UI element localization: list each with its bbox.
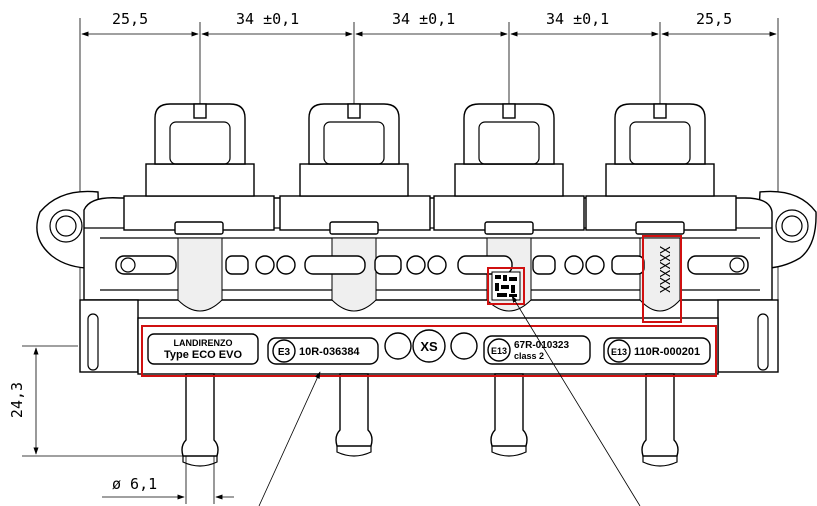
serial-highlight xyxy=(642,235,682,323)
dim-right-pitch: 25,5 xyxy=(696,10,732,28)
injector-1 xyxy=(123,103,275,235)
cert-1-number: 10R-036384 xyxy=(299,346,360,358)
dim-left-pitch: 25,5 xyxy=(112,10,148,28)
serial-mark: XXXXXX xyxy=(656,246,671,293)
xs-mark-icon xyxy=(412,329,446,363)
round-mark-right xyxy=(450,332,478,360)
cert-1-mark: E3 xyxy=(278,347,291,358)
cert-2-mark: E13 xyxy=(491,346,507,356)
brand-name: LANDIRENZO xyxy=(174,338,233,348)
cert-3-mark: E13 xyxy=(611,347,627,357)
leader-arrow-label xyxy=(258,371,321,506)
label-plate xyxy=(147,329,711,365)
round-mark-left xyxy=(384,332,412,360)
dim-height: 24,3 xyxy=(8,382,26,418)
type-name: Type ECO EVO xyxy=(164,349,242,361)
cert-3-number: 110R-000201 xyxy=(634,346,700,358)
injector-2 xyxy=(279,103,431,235)
cert-2-e-mark-icon xyxy=(487,338,511,362)
outlet-nozzles xyxy=(181,373,679,467)
dim-diameter: ø 6,1 xyxy=(112,475,157,493)
dim-pitch-3: 34 ±0,1 xyxy=(546,10,609,28)
cert-3-e-mark-icon xyxy=(607,339,631,363)
injector-3 xyxy=(433,103,585,235)
dim-pitch-2: 34 ±0,1 xyxy=(392,10,455,28)
dim-pitch-1: 34 ±0,1 xyxy=(236,10,299,28)
height-dimension xyxy=(22,345,186,457)
cert-1-e-mark-icon xyxy=(272,339,296,363)
leader-arrow-datamatrix xyxy=(511,295,641,506)
center-mark: XS xyxy=(420,339,438,354)
brand-plate xyxy=(147,333,259,365)
datamatrix-highlight xyxy=(487,267,525,305)
injector-4 xyxy=(585,103,737,235)
cert-2-class: class 2 xyxy=(514,351,544,361)
diameter-dimension xyxy=(102,456,234,504)
label-plate-highlight xyxy=(141,325,717,377)
datamatrix-code xyxy=(491,271,521,301)
